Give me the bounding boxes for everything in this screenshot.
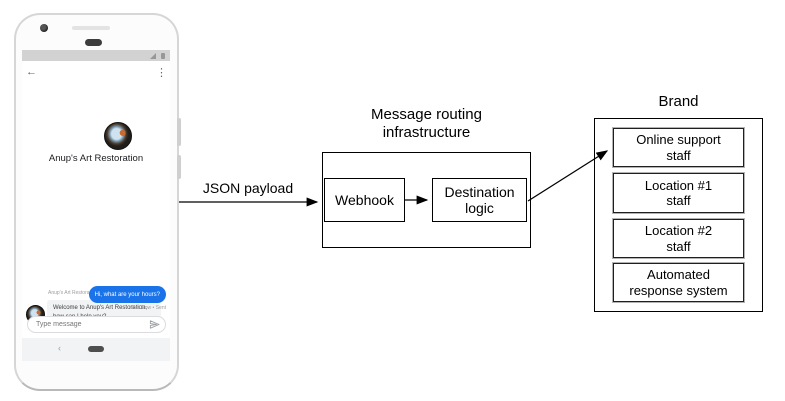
phone-power-button: [177, 118, 181, 146]
conversation-title: Anup's Art Restoration: [48, 153, 144, 164]
brand-item-location-1: Location #1 staff: [612, 172, 745, 214]
signal-icon: [150, 53, 156, 59]
navigation-bar: ‹: [22, 338, 170, 361]
sent-timestamp: Just Now • Sent: [130, 305, 166, 311]
send-icon[interactable]: [149, 319, 160, 330]
routing-section-title: Message routing infrastructure: [371, 106, 482, 141]
battery-icon: [161, 53, 165, 59]
more-options-icon[interactable]: ⋮: [156, 67, 167, 79]
brand-avatar: [104, 122, 132, 150]
front-camera: [40, 24, 48, 32]
message-input[interactable]: [28, 321, 149, 328]
message-composer: [27, 316, 166, 333]
nav-back-icon[interactable]: ‹: [58, 343, 61, 353]
sent-message-bubble: Hi, what are your hours?: [88, 286, 166, 303]
phone-screen: ← ⋮ Anup's Art Restoration Anup's Art Re…: [22, 50, 170, 361]
webhook-node: Webhook: [324, 178, 405, 222]
home-button[interactable]: [88, 346, 104, 352]
brand-item-online-support: Online support staff: [612, 127, 745, 168]
destination-logic-node: Destination logic: [432, 178, 527, 222]
json-payload-label: JSON payload: [202, 180, 294, 196]
back-arrow-icon[interactable]: ←: [26, 66, 37, 78]
phone-volume-button: [177, 155, 181, 179]
brand-item-automated-response: Automated response system: [612, 262, 745, 303]
speaker-grille: [72, 26, 110, 30]
brand-section-title: Brand: [658, 93, 699, 110]
earpiece: [85, 39, 102, 46]
brand-item-location-2: Location #2 staff: [612, 218, 745, 259]
sender-label: Anup's Art Restoration: [48, 290, 98, 296]
status-bar: [22, 50, 170, 61]
